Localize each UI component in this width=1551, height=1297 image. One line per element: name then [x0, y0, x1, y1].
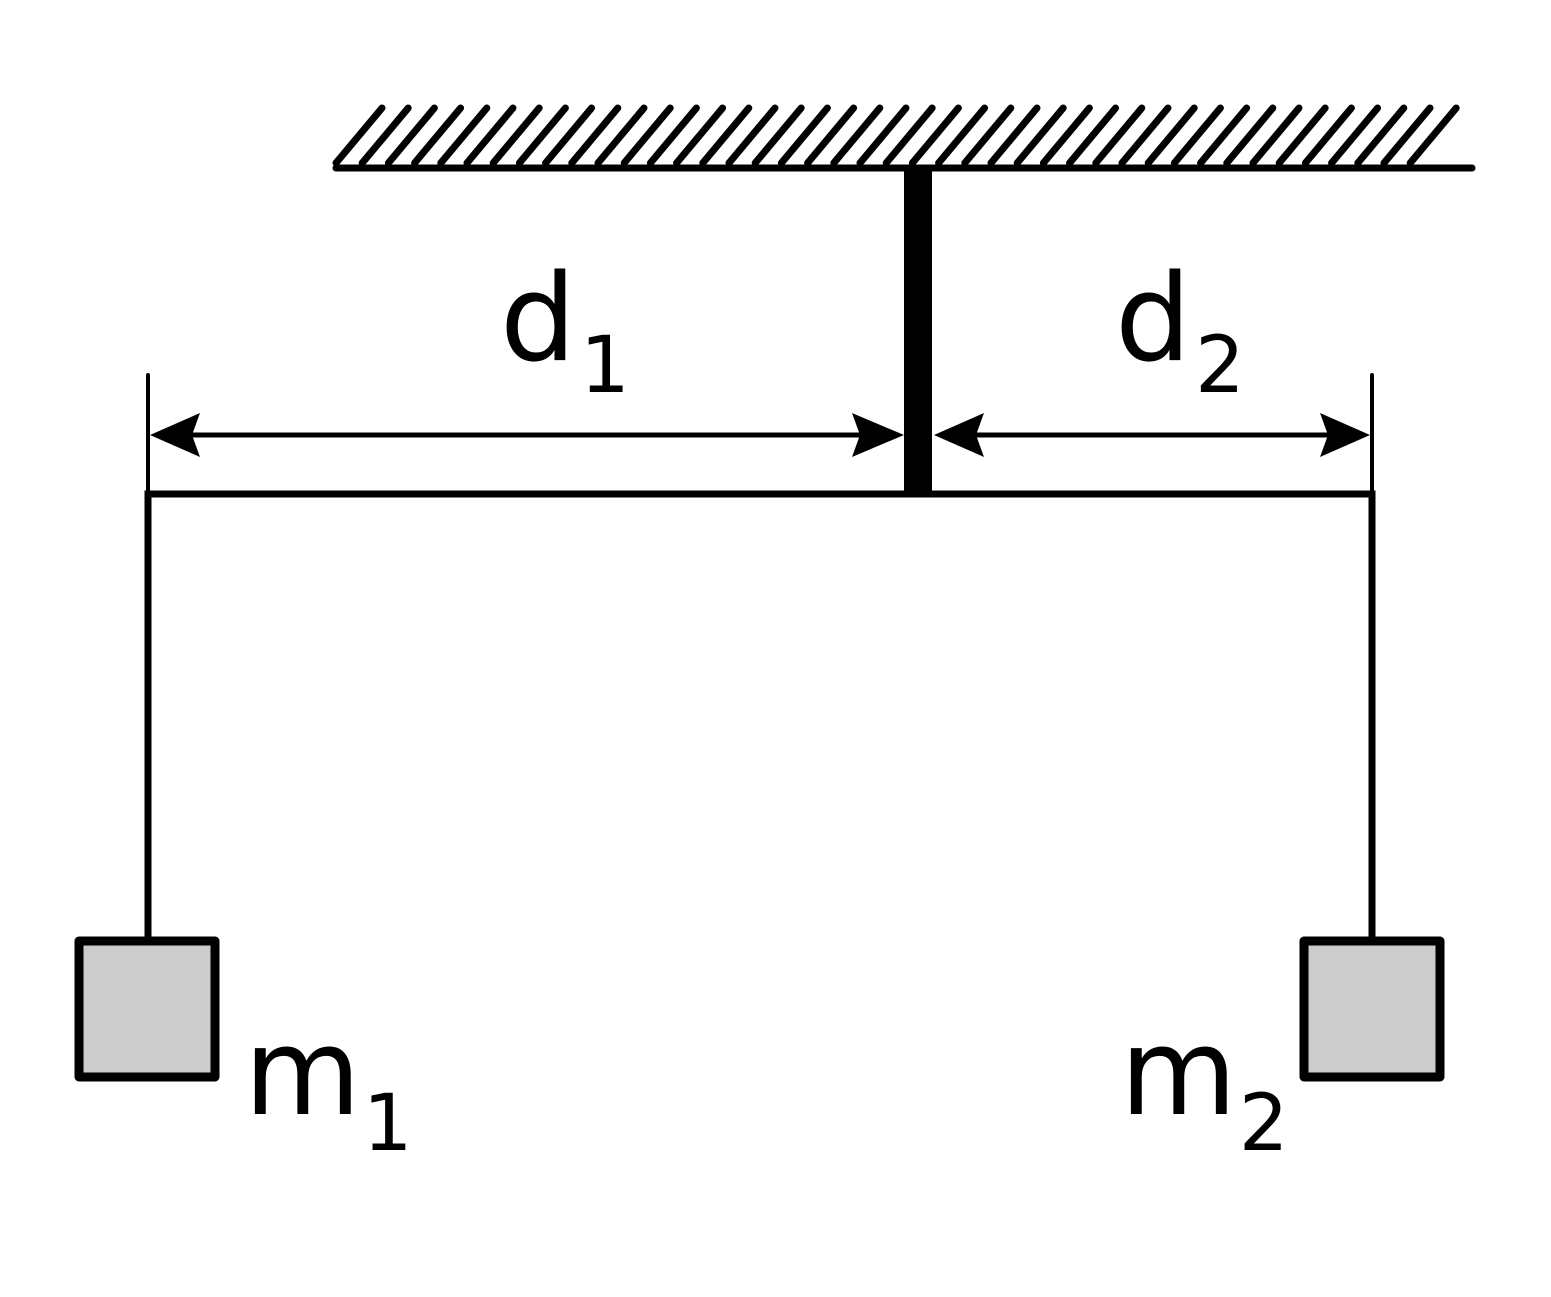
hatch-stroke [935, 104, 989, 167]
hatch-stroke [542, 104, 596, 167]
hatch-stroke [987, 104, 1041, 167]
d1-dimension-arrow [150, 413, 904, 457]
hatch-stroke [1170, 104, 1224, 167]
label-d1: d1 [500, 250, 630, 411]
d1-arrowhead-left [150, 413, 200, 457]
hatch-stroke [1354, 104, 1408, 167]
hatch-stroke [699, 104, 753, 167]
hatch-stroke [1301, 104, 1355, 167]
hatch-stroke [515, 104, 569, 167]
support-rod [904, 170, 932, 492]
label-m2: m2 [1120, 1004, 1289, 1169]
hatch-stroke [1039, 104, 1093, 167]
label-m1: m1 [244, 1004, 413, 1169]
hatch-stroke [1144, 104, 1198, 167]
hatch-stroke [358, 104, 412, 167]
hatch-stroke [332, 104, 386, 167]
hatch-stroke [1223, 104, 1277, 167]
hatch-stroke [463, 104, 517, 167]
hatch-stroke [437, 104, 491, 167]
ceiling-hatching [332, 104, 1460, 167]
hatch-stroke [1066, 104, 1120, 167]
hatch-stroke [725, 104, 779, 167]
hatch-stroke [411, 104, 465, 167]
hatch-stroke [908, 104, 962, 167]
hatch-stroke [1118, 104, 1172, 167]
hatch-stroke [1013, 104, 1067, 167]
hatch-stroke [489, 104, 543, 167]
hatch-stroke [1092, 104, 1146, 167]
d1-arrowhead-right [852, 413, 904, 457]
hatch-stroke [1275, 104, 1329, 167]
hatch-stroke [620, 104, 674, 167]
d2-arrowhead-right [1320, 413, 1370, 457]
hatch-stroke [568, 104, 622, 167]
mass-block-2 [1299, 936, 1445, 1082]
hatch-stroke [1328, 104, 1382, 167]
hatch-stroke [1380, 104, 1434, 167]
hatch-stroke [751, 104, 805, 167]
hatch-stroke [1249, 104, 1303, 167]
hatch-stroke [594, 104, 648, 167]
hatch-stroke [384, 104, 438, 167]
hatch-stroke [777, 104, 831, 167]
d2-arrowhead-left [934, 413, 984, 457]
hatch-stroke [673, 104, 727, 167]
hatch-stroke [882, 104, 936, 167]
hatch-stroke [830, 104, 884, 167]
hatch-stroke [804, 104, 858, 167]
hatch-stroke [1197, 104, 1251, 167]
d2-dimension-arrow [934, 413, 1370, 457]
label-d2: d2 [1115, 250, 1245, 411]
hatch-stroke [961, 104, 1015, 167]
hatch-stroke [856, 104, 910, 167]
hatch-stroke [646, 104, 700, 167]
hatch-stroke [1406, 104, 1460, 167]
mass-block-1 [74, 936, 220, 1082]
ceiling [332, 104, 1476, 172]
